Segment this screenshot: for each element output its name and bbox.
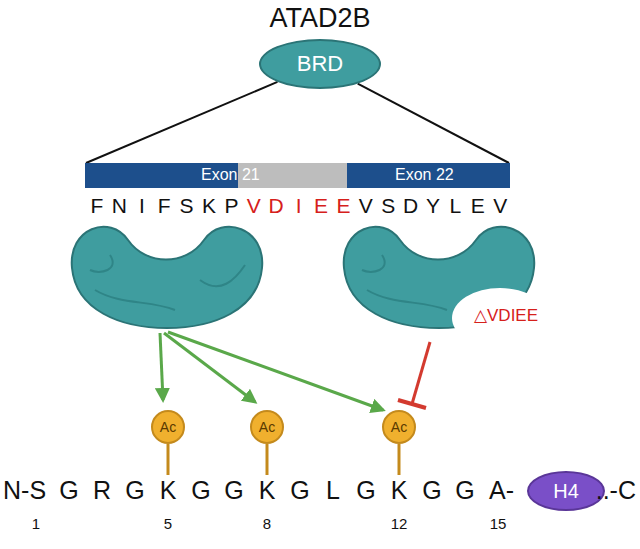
sequence-letter: P — [224, 195, 238, 216]
histone-residue: G — [290, 478, 309, 503]
terminus-label: ..-C — [596, 478, 636, 503]
title: ATAD2B — [269, 5, 370, 32]
histone-residue: G — [59, 478, 78, 503]
binding-arrow — [168, 332, 383, 410]
sequence-letter: Y — [426, 195, 440, 216]
deletion-label: △VDIEE — [474, 307, 538, 324]
sequence-letter: D — [403, 195, 418, 216]
histone-residue: G — [455, 478, 474, 503]
node-text: Ac — [391, 420, 407, 434]
node-text: Exon 21 — [201, 167, 260, 183]
residue-number: 1 — [32, 516, 40, 531]
connector-line — [358, 84, 509, 163]
node-text: H4 — [553, 481, 579, 501]
protein-shape — [72, 227, 263, 328]
histone-ellipse: H4 — [527, 471, 605, 511]
histone-residue: K — [160, 478, 177, 503]
binding-arrow — [164, 333, 255, 402]
histone-residue: G — [422, 478, 441, 503]
sequence-letter: E — [314, 195, 328, 216]
acetyl-mark: Ac — [250, 410, 284, 444]
sequence-letter: E — [336, 195, 350, 216]
histone-residue: A- — [489, 478, 514, 503]
residue-number: 5 — [164, 516, 172, 531]
sequence-letter: V — [359, 195, 373, 216]
histone-residue: R — [93, 478, 111, 503]
acetyl-stem — [398, 444, 401, 475]
connector-line — [86, 82, 277, 163]
sequence-letter: L — [450, 195, 462, 216]
node-text: BRD — [297, 53, 343, 75]
protein-texture — [90, 255, 245, 310]
sequence-letter: K — [202, 195, 216, 216]
acetyl-mark: Ac — [382, 410, 416, 444]
protein-texture — [362, 255, 447, 310]
residue-number: 8 — [263, 516, 271, 531]
inhibition-line — [412, 342, 430, 404]
residue-number: 15 — [490, 516, 507, 531]
histone-residue: L — [326, 478, 340, 503]
sequence-letter: S — [381, 195, 395, 216]
sequence-letter: N — [112, 195, 127, 216]
domain-ellipse: BRD — [259, 39, 381, 89]
sequence-letter: V — [247, 195, 261, 216]
histone-residue: K — [391, 478, 408, 503]
sequence-letter: D — [269, 195, 284, 216]
histone-residue: G — [224, 478, 243, 503]
acetyl-stem — [266, 444, 269, 475]
sequence-letter: F — [158, 195, 171, 216]
histone-residue: N-S — [3, 478, 46, 503]
histone-residue: G — [356, 478, 375, 503]
deletion-bite — [452, 288, 548, 348]
acetyl-mark: Ac — [151, 410, 185, 444]
histone-residue: G — [125, 478, 144, 503]
sequence-letter: S — [180, 195, 194, 216]
exon-bar: Exon 21 Exon 22 — [85, 163, 510, 188]
node-text: Exon 22 — [395, 167, 454, 183]
sequence-letter: I — [139, 195, 145, 216]
histone-residue: G — [191, 478, 210, 503]
node-text: Ac — [160, 420, 176, 434]
residue-number: 12 — [391, 516, 408, 531]
sequence-letter: V — [493, 195, 507, 216]
sequence-letter: E — [471, 195, 485, 216]
node-text: Ac — [259, 420, 275, 434]
histone-residue: K — [259, 478, 276, 503]
binding-arrow — [160, 333, 163, 400]
inhibition-bar — [398, 400, 426, 408]
sequence-letter: F — [91, 195, 104, 216]
sequence-letter: I — [296, 195, 302, 216]
acetyl-stem — [167, 444, 170, 475]
